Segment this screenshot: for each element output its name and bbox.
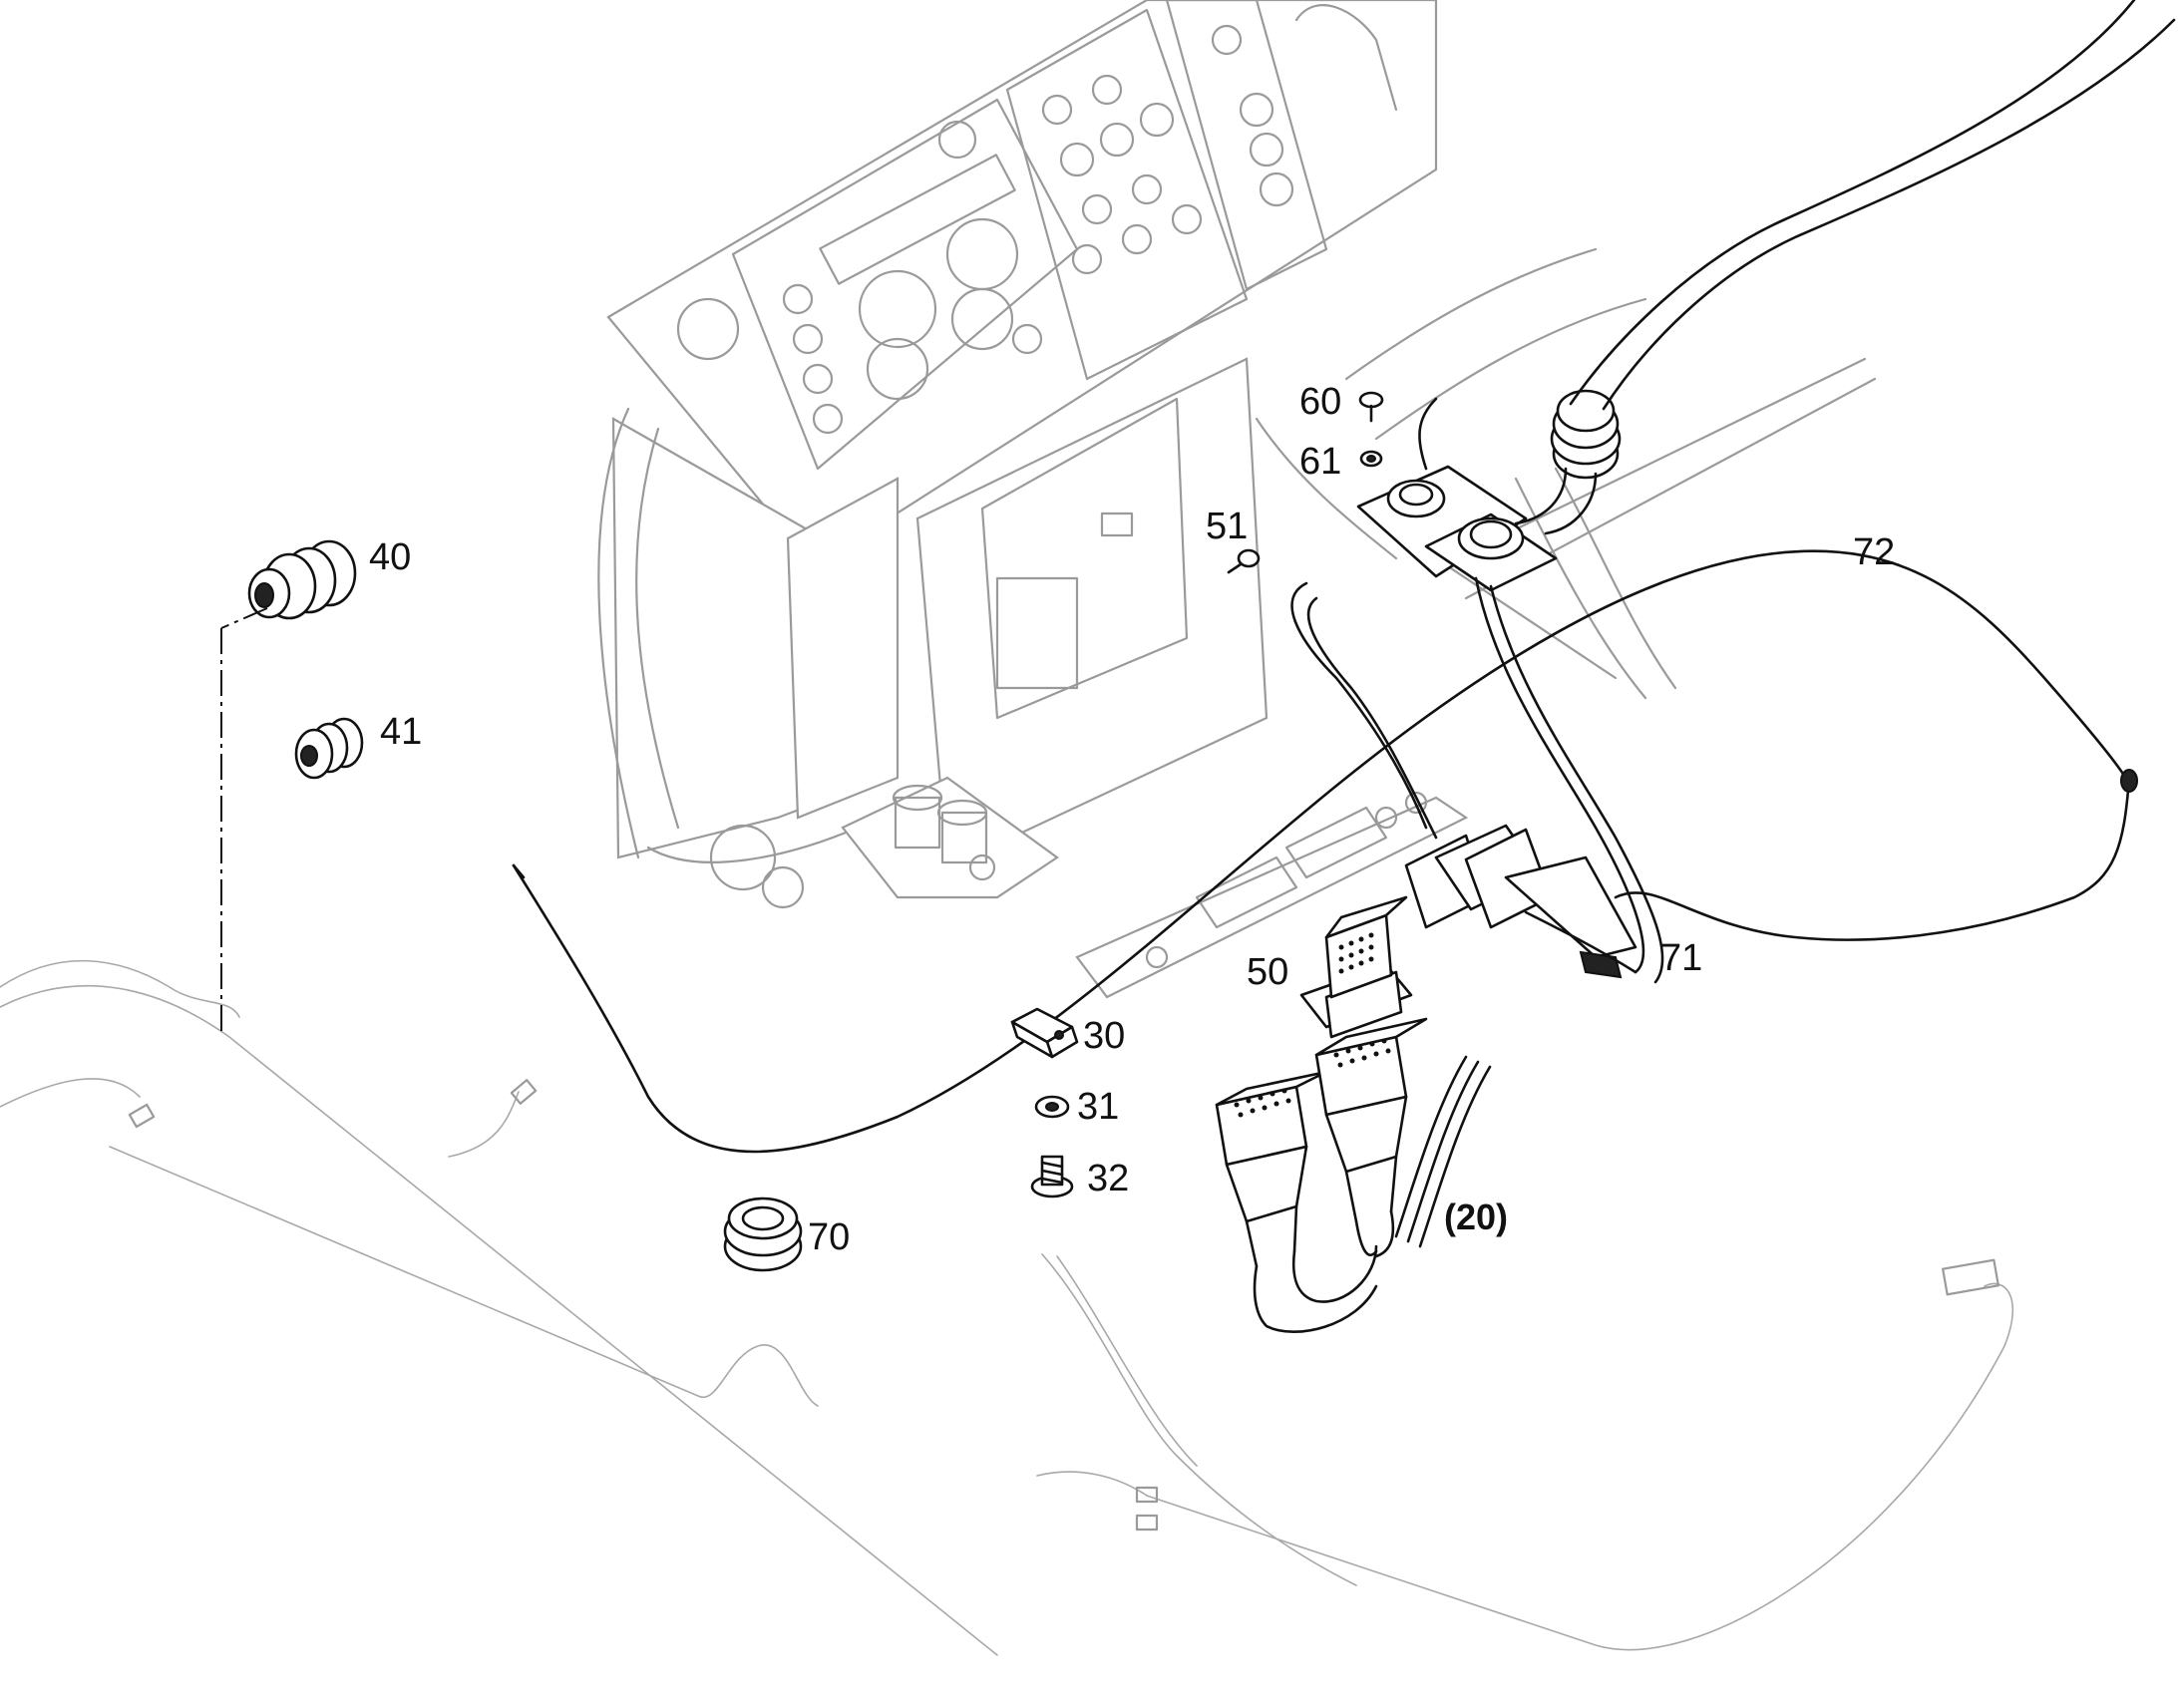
clamp-30 (1010, 1007, 1079, 1059)
callout-20: (20) (1444, 1196, 1508, 1237)
callout-32: 32 (1087, 1158, 1129, 1199)
callout-70: 70 (808, 1216, 850, 1258)
callout-30: 30 (1083, 1015, 1125, 1057)
callout-labels: 40 41 60 61 51 72 71 50 30 31 32 70 (20) (369, 381, 1895, 1258)
grommet-70 (723, 1196, 803, 1272)
harness-71 (1290, 576, 1664, 984)
callout-60: 60 (1299, 381, 1341, 423)
enclosure (597, 247, 1877, 999)
cable-gland-40 (220, 539, 357, 629)
washer-61 (1359, 450, 1383, 468)
screw-60 (1358, 391, 1384, 423)
bulkhead-connector-plate (1356, 0, 2176, 592)
y-harness-20 (1215, 1017, 1492, 1334)
screw-32 (1030, 1155, 1074, 1198)
wire-72 (512, 549, 2138, 1154)
lower-harness (0, 959, 2014, 1656)
screw-51 (1227, 548, 1261, 574)
callout-41: 41 (380, 711, 422, 753)
control-panel (606, 0, 1438, 560)
cable-gland-41 (294, 717, 364, 780)
callout-51: 51 (1206, 506, 1248, 547)
callout-50: 50 (1247, 951, 1288, 993)
connector-50 (1299, 895, 1413, 1039)
callout-71: 71 (1660, 937, 1702, 979)
callout-40: 40 (369, 536, 411, 578)
callout-31: 31 (1077, 1086, 1119, 1128)
callout-61: 61 (1299, 441, 1341, 483)
washer-31 (1034, 1095, 1070, 1119)
callout-72: 72 (1853, 531, 1895, 573)
background-machine (0, 0, 2014, 1656)
